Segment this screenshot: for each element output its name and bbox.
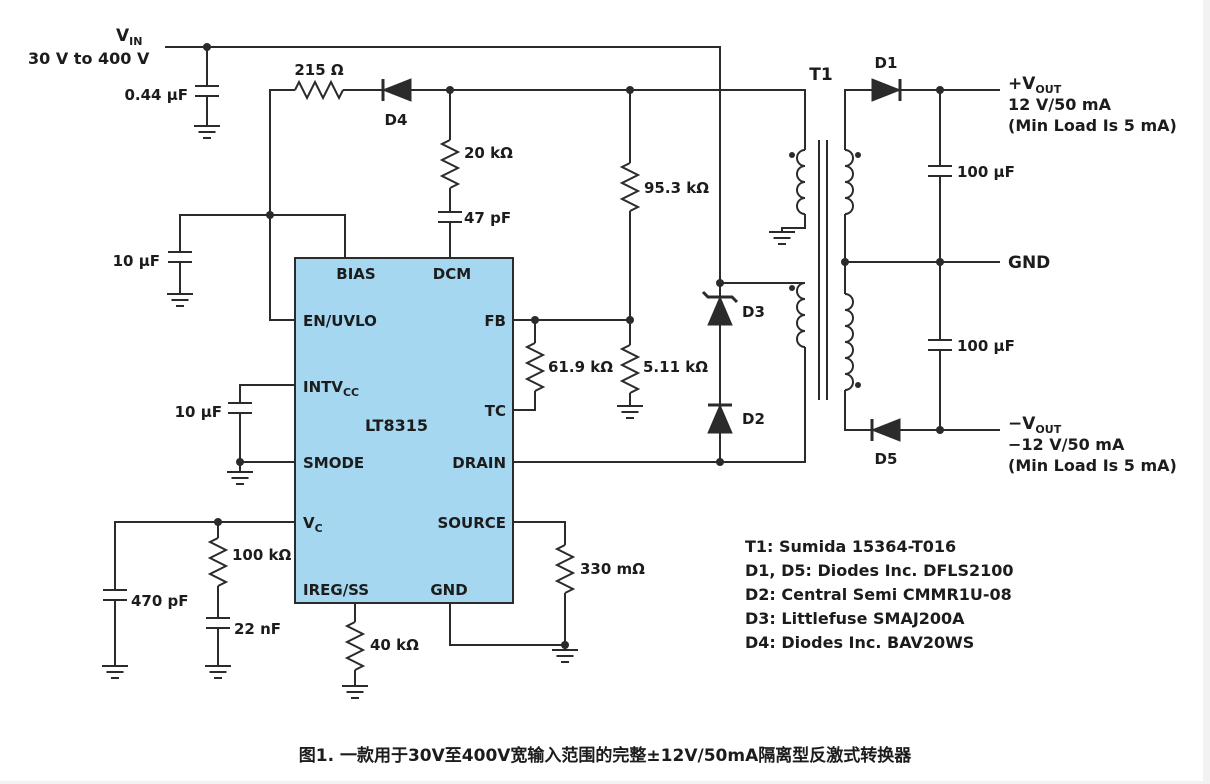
label-d1: D1 xyxy=(875,54,898,72)
label-c10uf-intvcc: 10 µF xyxy=(175,403,222,421)
vin-range-label: 30 V to 400 V xyxy=(28,49,150,68)
bom-line-d3: D3: Littlefuse SMAJ200A xyxy=(745,609,965,628)
label-t1: T1 xyxy=(809,65,832,85)
ic-pin-en-uvlo-label: EN/UVLO xyxy=(303,312,377,330)
transformer-t1 xyxy=(789,140,861,400)
label-r330mohm: 330 mΩ xyxy=(580,560,645,578)
label-d4: D4 xyxy=(385,111,408,129)
vout-pos-rating: 12 V/50 mA xyxy=(1008,95,1112,114)
label-c100uf-neg: 100 µF xyxy=(957,337,1015,355)
component-list: T1: Sumida 15364-T016 D1, D5: Diodes Inc… xyxy=(745,537,1014,652)
label-r40k: 40 kΩ xyxy=(370,636,419,654)
label-r20k: 20 kΩ xyxy=(464,144,513,162)
junction-dots xyxy=(203,43,944,649)
label-r61k9: 61.9 kΩ xyxy=(548,358,613,376)
ic-pin-smode-label: SMODE xyxy=(303,454,364,472)
label-c10uf-bias: 10 µF xyxy=(113,252,160,270)
label-c470pf: 470 pF xyxy=(131,592,189,610)
wires xyxy=(114,46,1000,686)
label-c47pf: 47 pF xyxy=(464,209,511,227)
ic-pin-intvcc-label: INTVCC xyxy=(303,378,359,399)
winding-phase-dots xyxy=(789,152,861,388)
ic-pin-bias-label: BIAS xyxy=(336,265,375,283)
diode-d4 xyxy=(381,78,412,102)
wire-net xyxy=(114,46,1000,686)
output-labels: +VOUT 12 V/50 mA (Min Load Is 5 mA) GND … xyxy=(1008,74,1177,475)
vout-neg-note: (Min Load Is 5 mA) xyxy=(1008,456,1177,475)
label-d5: D5 xyxy=(875,450,898,468)
bom-line-t1: T1: Sumida 15364-T016 xyxy=(745,537,956,556)
bom-line-d1-d5: D1, D5: Diodes Inc. DFLS2100 xyxy=(745,561,1014,580)
diode-d5 xyxy=(870,418,901,442)
figure-caption: 图1. 一款用于30V至400V宽输入范围的完整±12V/50mA隔离型反激式转… xyxy=(299,745,912,766)
bom-line-d4: D4: Diodes Inc. BAV20WS xyxy=(745,633,974,652)
ic-pin-iregss-label: IREG/SS xyxy=(303,581,369,599)
label-r215: 215 Ω xyxy=(294,61,344,79)
diode-d2 xyxy=(707,403,733,434)
ic-pin-labels: BIAS DCM EN/UVLO FB INTVCC TC LT8315 SMO… xyxy=(303,265,506,599)
tvs-d3 xyxy=(701,290,739,326)
label-c100uf-pos: 100 µF xyxy=(957,163,1015,181)
vout-pos-label: +VOUT xyxy=(1008,74,1062,96)
vout-pos-note: (Min Load Is 5 mA) xyxy=(1008,116,1177,135)
page-edge-right xyxy=(1203,0,1210,784)
ic-pin-vc-label: VC xyxy=(303,514,323,535)
ic-pin-fb-label: FB xyxy=(484,312,506,330)
label-r100k: 100 kΩ xyxy=(232,546,292,564)
vout-neg-rating: −12 V/50 mA xyxy=(1008,435,1125,454)
label-r95k3: 95.3 kΩ xyxy=(644,179,709,197)
ic-lt8315-body xyxy=(294,257,514,604)
ic-pin-dcm-label: DCM xyxy=(433,265,471,283)
bom-line-d2: D2: Central Semi CMMR1U-08 xyxy=(745,585,1012,604)
ic-pin-gnd-label: GND xyxy=(430,581,467,599)
ic-pin-drain-label: DRAIN xyxy=(452,454,506,472)
component-labels: VIN 30 V to 400 V 0.44 µF 215 Ω D4 20 kΩ… xyxy=(28,26,1015,654)
vout-neg-label: −VOUT xyxy=(1008,414,1062,436)
diodes xyxy=(381,78,902,442)
gnd-net-label: GND xyxy=(1008,253,1050,273)
label-cin: 0.44 µF xyxy=(124,86,188,104)
diode-d1 xyxy=(871,78,902,102)
vin-label: VIN xyxy=(116,26,142,48)
transformer-core xyxy=(818,140,828,400)
ic-name-label: LT8315 xyxy=(365,416,428,435)
ic-pin-source-label: SOURCE xyxy=(437,514,506,532)
label-c22nf: 22 nF xyxy=(234,620,281,638)
label-r5k11: 5.11 kΩ xyxy=(643,358,708,376)
page-edge-bottom xyxy=(0,781,1210,784)
label-d2: D2 xyxy=(742,410,765,428)
label-d3: D3 xyxy=(742,303,765,321)
ic-pin-tc-label: TC xyxy=(485,402,506,420)
